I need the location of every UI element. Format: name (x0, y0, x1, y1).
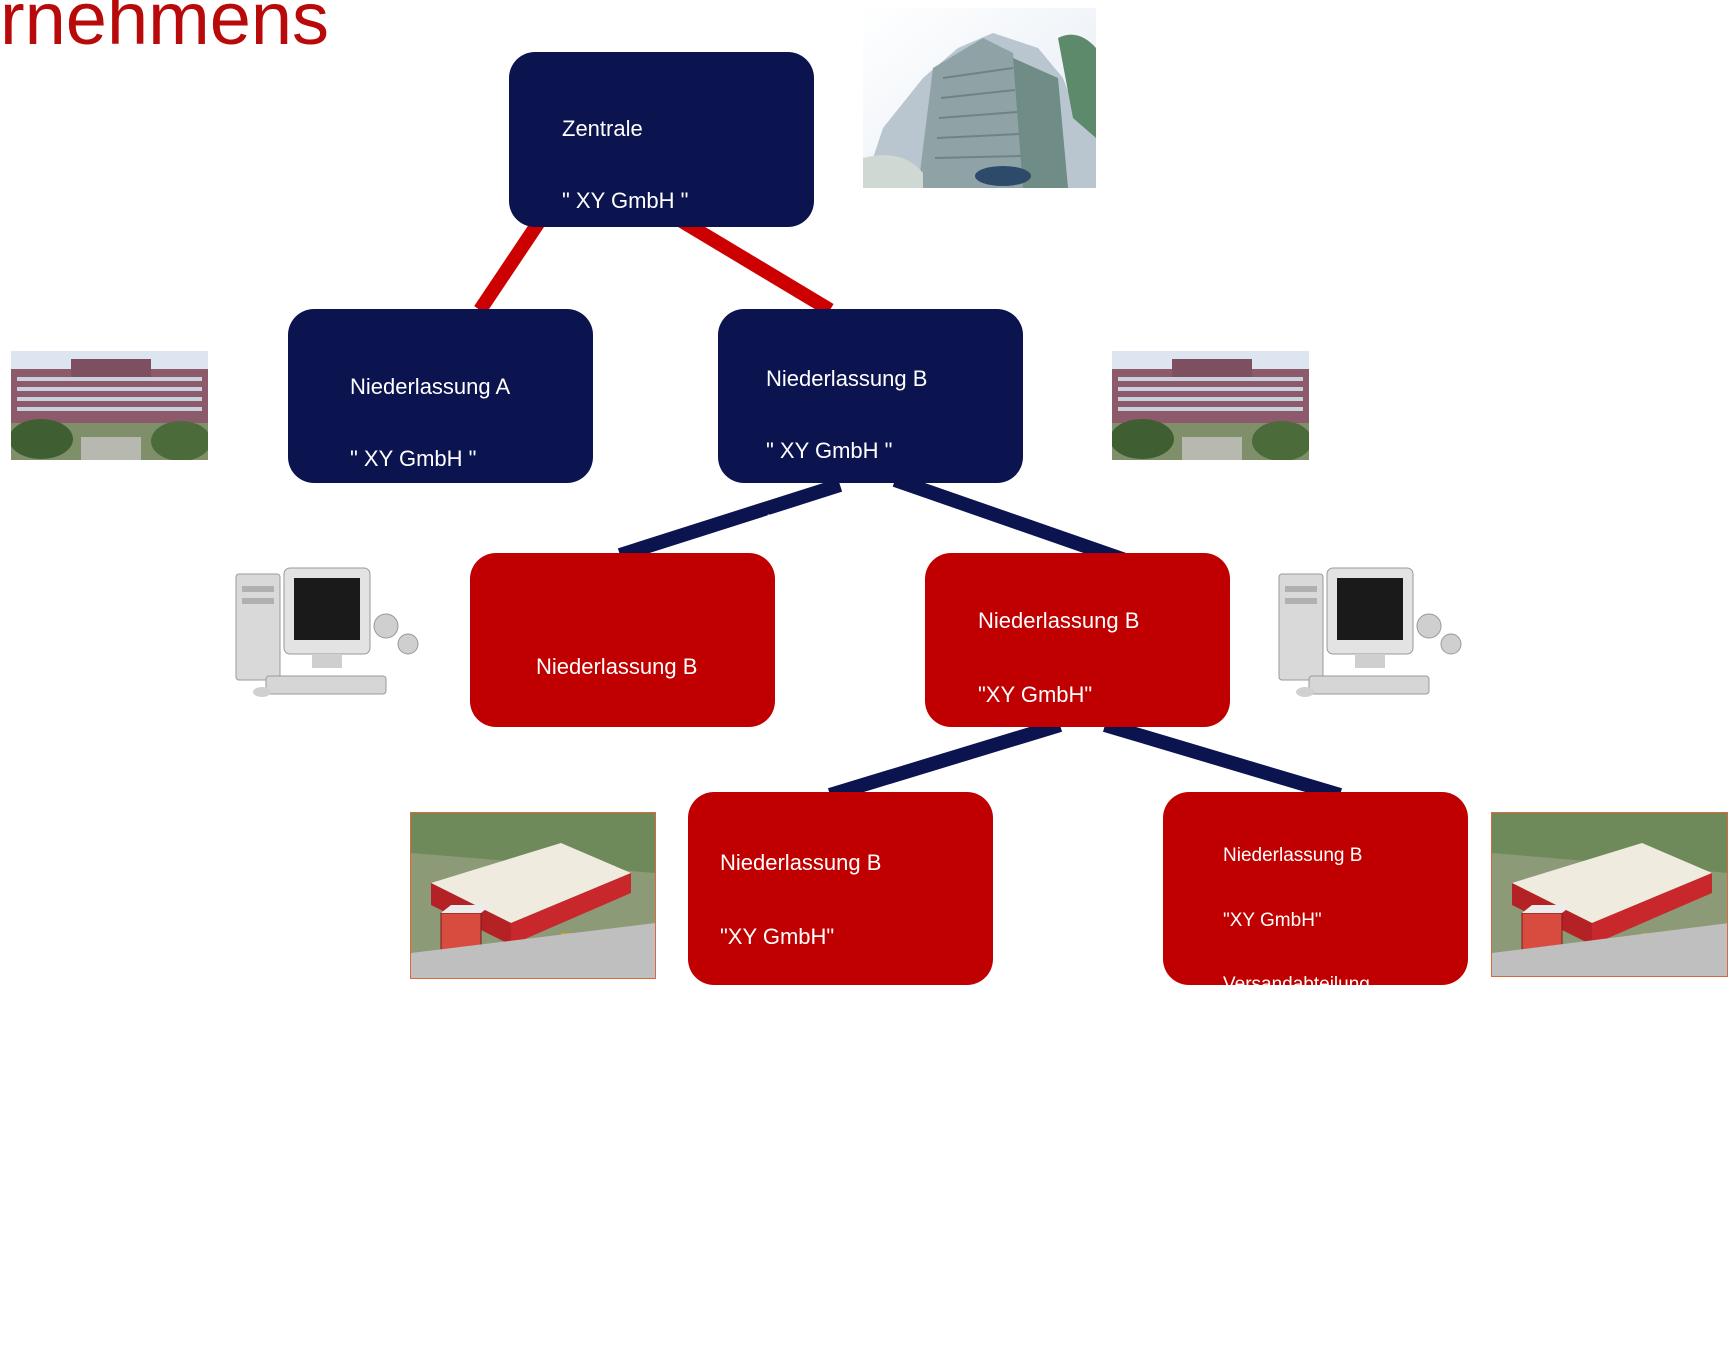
node-line: "XY GmbH" (536, 741, 651, 766)
office-building-photo (1112, 351, 1309, 460)
slide-title: rnehmens (0, 0, 330, 60)
node-line: " XY GmbH " (562, 188, 689, 213)
node-line: 4012345 00100 P (350, 734, 524, 759)
node-line: B-Straße 33 (766, 510, 885, 535)
connector-b-versand (892, 473, 1128, 567)
node-versandabteilung: Niederlassung B "XY GmbH" Versandabteilu… (925, 553, 1230, 1074)
node-line: " XY GmbH " (766, 438, 893, 463)
node-niederlassung-b: Niederlassung B " XY GmbH " B-Straße 33 … (718, 309, 1023, 751)
node-line: Niederlassung A (350, 374, 511, 399)
node-line: Niederlassung B (1223, 845, 1363, 866)
node-line: Niederlassung B (978, 608, 1140, 633)
node-line: 40 12345 00211 P (1223, 1296, 1377, 1318)
node-line: weitere Abholrampen (726, 1144, 933, 1169)
node-line: Versandabteilung (720, 997, 891, 1022)
node-line: 4012345 00000 P (562, 476, 736, 501)
org-chart: rnehmens Zentrale " XY GmbH " Z-Straße 4… (0, 0, 1728, 985)
node-line: " XY GmbH " (350, 446, 477, 471)
node-abholrampe-1: Niederlassung B "XY GmbH" Versandabteilu… (1163, 792, 1468, 1318)
node-line: B-Straße 33 (1223, 1103, 1326, 1124)
warehouse-aerial-photo (410, 812, 656, 979)
office-building-photo (11, 351, 208, 460)
node-line: "XY GmbH" (978, 681, 1093, 707)
node-line: 50002 B-Stadt (978, 902, 1119, 927)
node-line: "XY GmbH" (720, 923, 835, 949)
node-line: Abholrampe I (1223, 1038, 1337, 1060)
node-line: Niederlassung B (720, 850, 882, 875)
node-line: GLN: (978, 975, 1030, 1001)
node-line: Z-Straße 49 (350, 518, 468, 543)
node-line: Z-Straße 49 (562, 260, 680, 285)
desktop-computer-picture (1269, 566, 1469, 701)
connector-versand-abholrampe (1103, 718, 1342, 802)
node-line: B-Straße 33 (978, 828, 1097, 854)
node-line: 40 12345 00200 P (766, 726, 946, 751)
node-zentrale: Zentrale " XY GmbH " Z-Straße 49 50000 K… (509, 52, 814, 501)
node-line: 40 12345 00210 P (978, 1049, 1158, 1074)
office-tower-photo (863, 8, 1096, 188)
node-line: GLN: (766, 654, 818, 679)
warehouse-aerial-photo (1491, 812, 1728, 977)
node-niederlassung-a: Niederlassung A " XY GmbH " Z-Straße 49 … (288, 309, 593, 759)
node-line: "XY GmbH" (1223, 909, 1322, 931)
node-line: 50002 B-Stadt (766, 582, 907, 607)
connector-zentrale-b (676, 213, 834, 317)
node-line (720, 1072, 933, 1097)
connector-b-weitere (617, 478, 843, 562)
node-line: Niederlassung B (766, 366, 928, 391)
node-line: Zentrale (562, 116, 643, 141)
connector-versand-rampen (827, 718, 1063, 802)
node-line: GLN: (1223, 1232, 1268, 1253)
desktop-computer-picture (226, 566, 426, 701)
node-weitere-abteilungen: Niederlassung B "XY GmbH" Weitere Abteil… (470, 553, 775, 940)
node-weitere-abholrampen: Niederlassung B "XY GmbH" Versandabteilu… (688, 792, 993, 1169)
node-line: Niederlassung B (536, 654, 698, 679)
node-line: 50002 B-Stadt (1223, 1167, 1345, 1189)
node-line: Versandabteilung (978, 755, 1149, 780)
